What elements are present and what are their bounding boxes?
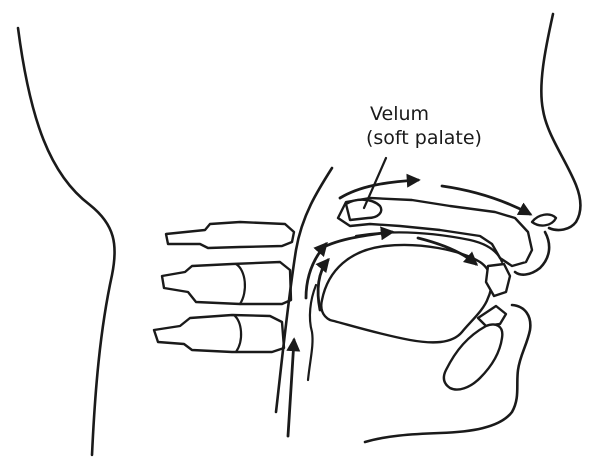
lower-teeth	[476, 304, 508, 328]
nostril	[530, 213, 558, 227]
lower-jaw	[442, 323, 504, 391]
arrow-nasal-upper	[338, 173, 421, 200]
velum-label-line1: Velum	[370, 103, 430, 125]
tongue	[320, 243, 493, 344]
arrow-oral-lower	[315, 257, 330, 312]
pharynx-back-wall	[274, 166, 334, 414]
vertebra-middle	[160, 260, 293, 306]
vertebra-bottom-divider	[232, 313, 243, 354]
vertebra-bottom	[152, 313, 286, 354]
hard-palate	[336, 196, 534, 268]
pharynx-front-wall	[306, 283, 318, 382]
upper-teeth	[484, 262, 512, 298]
lower-lip-outline	[363, 303, 532, 444]
velum-pointer-line	[362, 156, 388, 210]
upper-lip-outline	[513, 230, 551, 276]
airflow-arrows	[286, 173, 533, 438]
face-profile-outline	[540, 12, 582, 232]
arrow-nasal-front	[440, 184, 533, 216]
arrow-pharynx-upper	[304, 241, 328, 300]
head-back-outline	[16, 26, 116, 457]
vertebra-top	[164, 220, 296, 250]
vertebra-middle-divider	[234, 262, 246, 306]
cervical-vertebrae	[152, 220, 296, 354]
arrow-oral-front	[416, 236, 479, 266]
velum-soft-palate	[344, 198, 383, 222]
arrow-pharynx-lower	[286, 337, 301, 438]
velum-label-line2: (soft palate)	[366, 127, 482, 149]
